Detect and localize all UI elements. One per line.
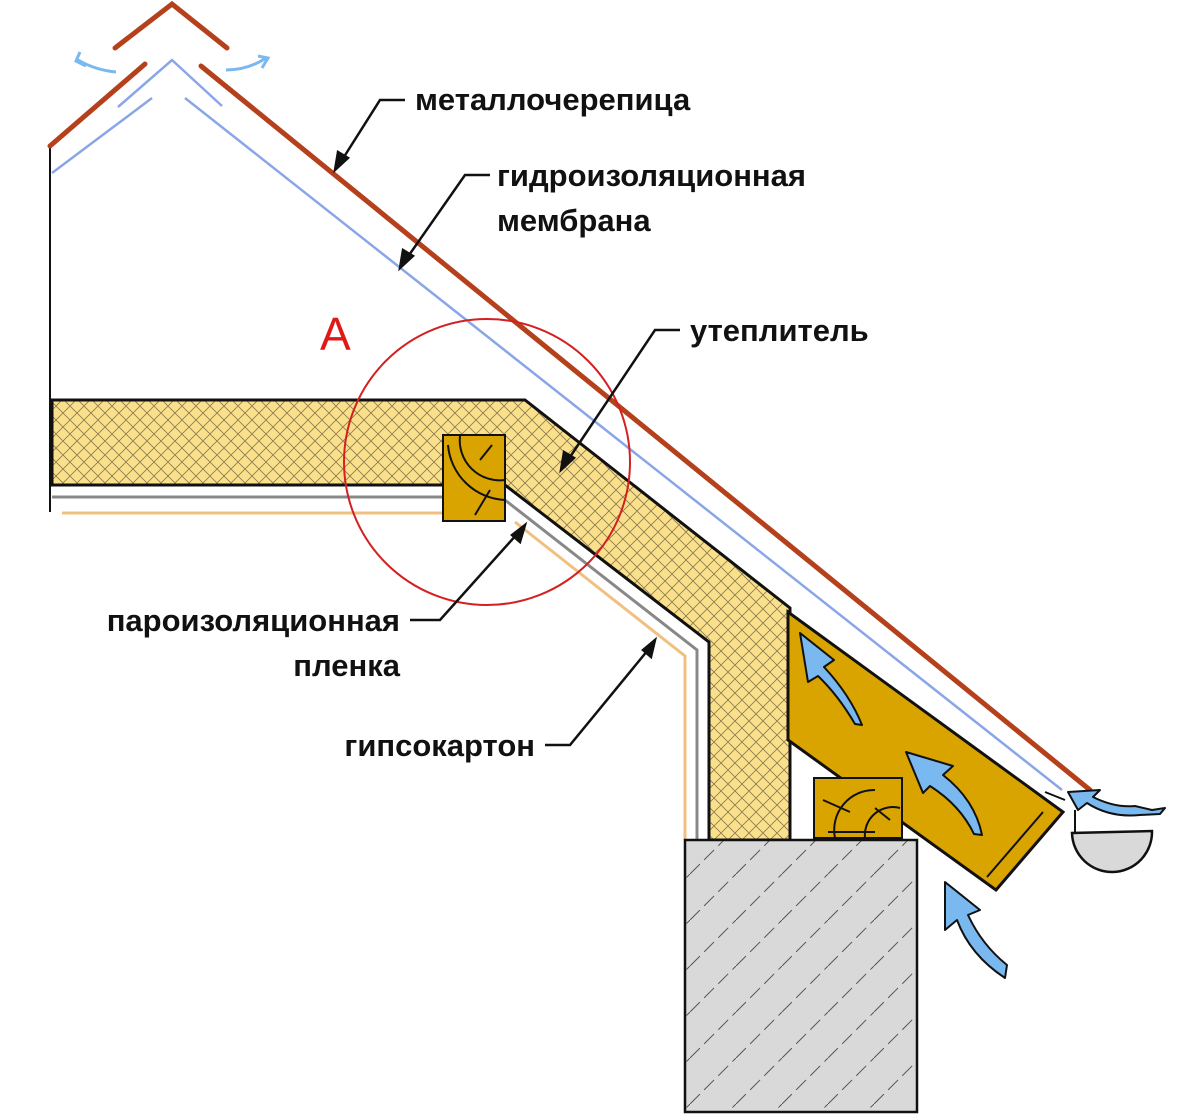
ceiling-beam [442, 434, 506, 522]
gutter [1044, 791, 1154, 874]
label-membrane-2: мембрана [497, 203, 651, 238]
leader-lines [333, 98, 680, 747]
label-drywall: гипсокартон [344, 728, 535, 763]
concrete-wall [683, 838, 919, 1114]
airflow-arrow-rafter-upper [799, 632, 863, 726]
label-vapor-1: пароизоляционная [107, 603, 400, 638]
airflow-arrow-eave [1067, 789, 1166, 817]
detail-marker-label: A [320, 308, 351, 360]
rafter [786, 609, 1066, 893]
detail-circle [343, 318, 631, 606]
airflow-arrow-soffit [944, 881, 1008, 979]
label-insulation: утеплитель [690, 313, 869, 348]
label-vapor-2: пленка [293, 648, 400, 683]
airflow-arrow-rafter-lower [905, 751, 983, 836]
drywall-line-slope [514, 520, 687, 840]
ridge-airflow-arrows [74, 51, 271, 74]
waterproof-membrane [51, 58, 1063, 791]
wall-plate [813, 777, 903, 839]
label-roof-tiles: металлочерепица [415, 82, 691, 117]
vapor-barrier-line-slope [504, 498, 699, 840]
metal-roof-tiles [47, 0, 1093, 793]
airflow-arrows [799, 632, 1166, 979]
label-membrane-1: гидроизоляционная [497, 158, 806, 193]
